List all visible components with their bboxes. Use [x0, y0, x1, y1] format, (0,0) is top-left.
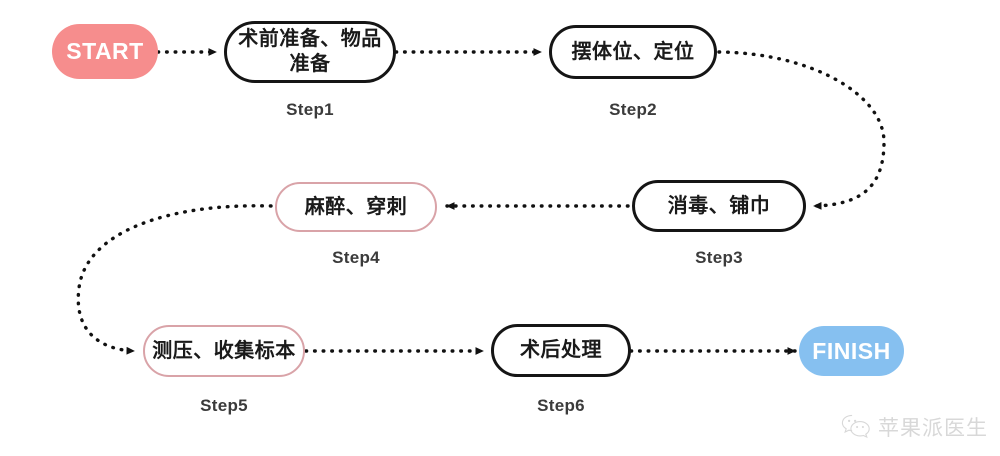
wechat-icon: [841, 414, 870, 439]
node-start[interactable]: START: [52, 24, 158, 79]
caption-step2: Step2: [609, 100, 657, 119]
node-step5-label: 测压、收集标本: [152, 339, 296, 362]
caption-step1: Step1: [286, 100, 334, 119]
node-step1[interactable]: 术前准备、物品 准备: [224, 21, 396, 83]
node-step4[interactable]: 麻醉、穿刺: [275, 182, 437, 232]
node-step3[interactable]: 消毒、铺巾: [632, 180, 806, 232]
caption-step3: Step3: [695, 248, 743, 267]
node-finish[interactable]: FINISH: [799, 326, 904, 376]
node-finish-label: FINISH: [812, 337, 891, 364]
node-step6[interactable]: 术后处理: [491, 324, 631, 377]
watermark-text: 苹果派医生: [878, 417, 988, 440]
node-step6-label: 术后处理: [520, 339, 602, 361]
caption-step6: Step6: [537, 396, 585, 415]
caption-step5: Step5: [200, 396, 248, 415]
node-step5[interactable]: 测压、收集标本: [143, 325, 305, 377]
watermark: 苹果派医生: [841, 412, 988, 442]
caption-step4: Step4: [332, 248, 380, 267]
node-step3-label: 消毒、铺巾: [667, 194, 771, 217]
node-step1-label: 术前准备、物品 准备: [238, 28, 382, 75]
node-step2-label: 摆体位、定位: [571, 40, 695, 63]
node-step2[interactable]: 摆体位、定位: [549, 25, 717, 79]
node-start-label: START: [66, 38, 144, 65]
node-step4-label: 麻醉、穿刺: [304, 195, 408, 218]
